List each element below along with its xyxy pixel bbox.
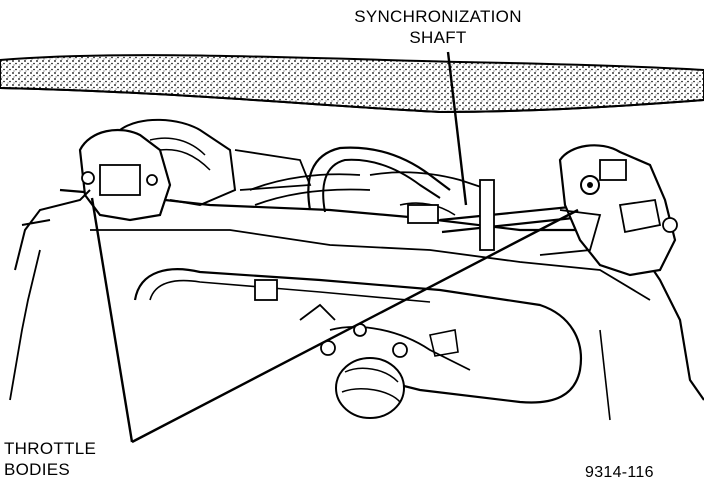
synchronization-shaft-label: SYNCHRONIZATION SHAFT — [318, 6, 558, 48]
throttle-label-line2: BODIES — [4, 460, 71, 479]
figure-number: 9314-116 — [585, 464, 654, 481]
left-linkage — [14, 189, 91, 271]
leader-throttle-left — [90, 197, 134, 443]
leader-throttle-right — [131, 208, 579, 444]
center-hoses — [249, 146, 491, 224]
leader-lines — [90, 51, 579, 444]
right-throttle-body — [539, 144, 678, 277]
leader-sync — [446, 51, 468, 206]
hood-underside — [0, 54, 704, 114]
left-throttle-body — [78, 118, 312, 222]
throttle-label-line1: THROTTLE — [4, 439, 97, 458]
lower-manifold — [133, 268, 611, 421]
synchronization-label-line2: SHAFT — [409, 28, 467, 47]
throttle-bodies-label: THROTTLE BODIES — [4, 438, 144, 480]
synchronization-label-line1: SYNCHRONIZATION — [354, 7, 522, 26]
